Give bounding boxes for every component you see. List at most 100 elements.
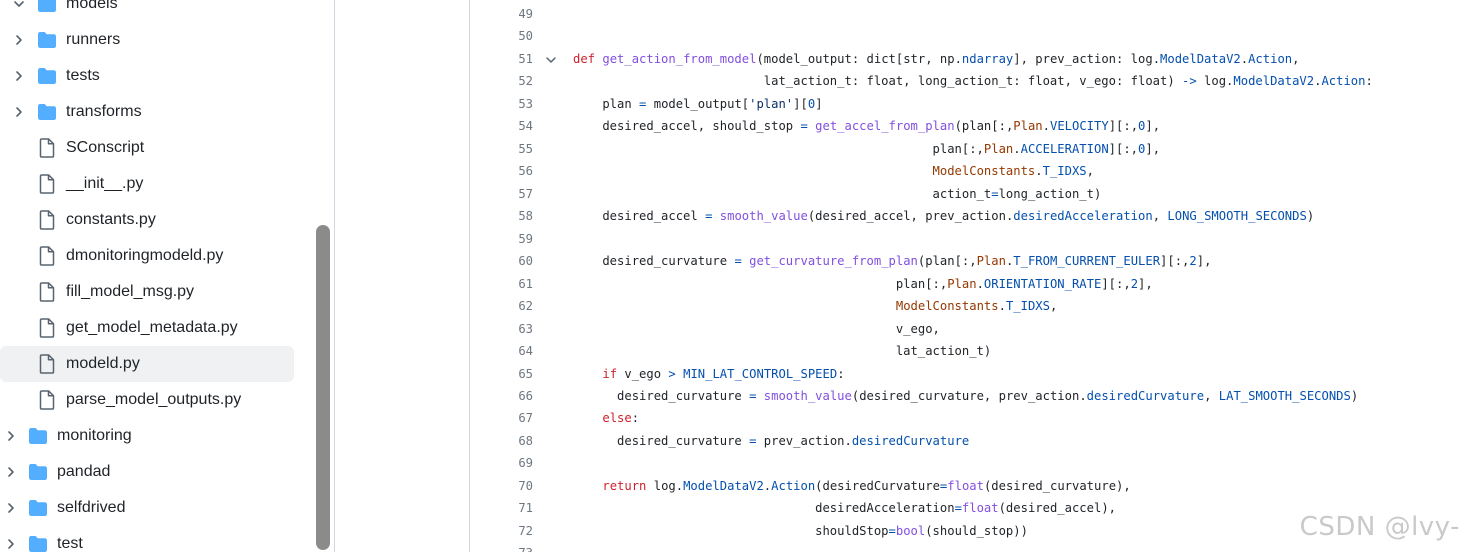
code-token: desiredCurvature: [851, 433, 970, 448]
tree-folder-item[interactable]: selfdrived: [0, 490, 294, 526]
line-number[interactable]: 62: [518, 299, 533, 314]
chevron-down-icon[interactable]: [11, 0, 27, 12]
code-line[interactable]: 56 ModelConstants.T_IDXS,: [470, 160, 1464, 182]
code-text: plan[:,Plan.ACCELERATION][:,0],: [573, 138, 1161, 160]
code-line[interactable]: 70 return log.ModelDataV2.Action(desired…: [470, 475, 1464, 497]
code-line[interactable]: 63 v_ego,: [470, 318, 1464, 340]
line-number[interactable]: 50: [518, 29, 533, 44]
line-number[interactable]: 67: [518, 411, 533, 426]
code-line[interactable]: 67 else:: [470, 407, 1464, 429]
code-line[interactable]: 57 action_t=long_action_t): [470, 183, 1464, 205]
pane-divider[interactable]: [334, 0, 335, 552]
tree-file-item[interactable]: modeld.py: [0, 346, 294, 382]
code-line[interactable]: 60 desired_curvature = get_curvature_fro…: [470, 250, 1464, 272]
tree-folder-item[interactable]: runners: [0, 22, 294, 58]
folder-icon: [37, 0, 57, 14]
line-number[interactable]: 65: [518, 366, 533, 381]
line-number[interactable]: 53: [518, 96, 533, 111]
tree-file-item[interactable]: fill_model_msg.py: [0, 274, 294, 310]
chevron-right-icon[interactable]: [3, 536, 19, 552]
chevron-right-icon[interactable]: [11, 104, 27, 120]
tree-file-item[interactable]: get_model_metadata.py: [0, 310, 294, 346]
tree-item-label: monitoring: [57, 427, 132, 444]
line-number[interactable]: 64: [518, 344, 533, 359]
code-line[interactable]: 55 plan[:,Plan.ACCELERATION][:,0],: [470, 138, 1464, 160]
code-token: [712, 209, 719, 223]
file-tree-scrollbar-thumb[interactable]: [316, 225, 330, 550]
tree-folder-item[interactable]: monitoring: [0, 418, 294, 454]
line-number[interactable]: 66: [518, 388, 533, 403]
code-line[interactable]: 58 desired_accel = smooth_value(desired_…: [470, 205, 1464, 227]
code-line[interactable]: 65 if v_ego > MIN_LAT_CONTROL_SPEED:: [470, 363, 1464, 385]
code-line[interactable]: 68 desired_curvature = prev_action.desir…: [470, 430, 1464, 452]
tree-file-item[interactable]: constants.py: [0, 202, 294, 238]
line-number[interactable]: 70: [518, 478, 533, 493]
fold-chevron-down-icon[interactable]: [544, 52, 558, 66]
line-number[interactable]: 71: [518, 501, 533, 516]
chevron-right-icon[interactable]: [11, 32, 27, 48]
tree-folder-item[interactable]: test: [0, 526, 294, 552]
line-number[interactable]: 68: [518, 433, 533, 448]
code-line[interactable]: 66 desired_curvature = smooth_value(desi…: [470, 385, 1464, 407]
line-number[interactable]: 73: [470, 542, 533, 552]
code-line[interactable]: 53 plan = model_output['plan'][0]: [470, 93, 1464, 115]
code-line[interactable]: 54 desired_accel, should_stop = get_acce…: [470, 115, 1464, 137]
tree-indent: [11, 212, 27, 228]
code-token: 'plan': [749, 96, 794, 111]
code-token: ModelDataV2: [683, 478, 764, 493]
code-line[interactable]: 62 ModelConstants.T_IDXS,: [470, 295, 1464, 317]
line-number[interactable]: 60: [518, 254, 533, 269]
code-line[interactable]: 71 desiredAcceleration=float(desired_acc…: [470, 497, 1464, 519]
tree-file-item[interactable]: parse_model_outputs.py: [0, 382, 294, 418]
line-number[interactable]: 52: [518, 74, 533, 89]
code-token: log.: [646, 478, 684, 493]
tree-file-item[interactable]: __init__.py: [0, 166, 294, 202]
code-text: else:: [573, 407, 639, 429]
line-number[interactable]: 56: [518, 164, 533, 179]
tree-item-label: tests: [66, 67, 100, 84]
code-token: =: [749, 388, 757, 403]
code-token: ],: [1145, 141, 1161, 156]
line-number[interactable]: 59: [518, 231, 533, 246]
line-number[interactable]: 54: [518, 119, 533, 134]
line-number[interactable]: 58: [518, 209, 533, 224]
code-line[interactable]: 61 plan[:,Plan.ORIENTATION_RATE][:,2],: [470, 273, 1464, 295]
line-number[interactable]: 63: [518, 321, 533, 336]
code-token: .: [1240, 51, 1249, 66]
chevron-right-icon[interactable]: [3, 464, 19, 480]
tree-folder-item[interactable]: transforms: [0, 94, 294, 130]
code-line[interactable]: 49: [470, 3, 1464, 25]
code-token: desired_curvature: [573, 433, 750, 448]
code-line[interactable]: 50: [470, 25, 1464, 47]
chevron-right-icon[interactable]: [3, 500, 19, 516]
tree-file-item[interactable]: dmonitoringmodeld.py: [0, 238, 294, 274]
tree-folder-item[interactable]: models: [0, 0, 294, 22]
code-token: LONG_SMOOTH_SECONDS: [1167, 209, 1307, 224]
tree-folder-item[interactable]: tests: [0, 58, 294, 94]
line-number[interactable]: 57: [518, 186, 533, 201]
line-number[interactable]: 61: [518, 276, 533, 291]
code-line[interactable]: 73: [470, 542, 1464, 552]
tree-item-label: get_model_metadata.py: [66, 319, 238, 336]
code-token: v_ego,: [573, 321, 940, 336]
folder-icon: [28, 426, 48, 446]
line-number[interactable]: 51: [518, 51, 533, 66]
code-text: shouldStop=bool(should_stop)): [573, 520, 1028, 542]
line-number[interactable]: 72: [518, 523, 533, 538]
code-text: desired_curvature = prev_action.desiredC…: [573, 430, 969, 452]
tree-file-item[interactable]: SConscript: [0, 130, 294, 166]
tree-item-label: transforms: [66, 103, 142, 120]
line-number[interactable]: 69: [518, 456, 533, 471]
line-number[interactable]: 55: [518, 141, 533, 156]
code-token: ,: [1086, 164, 1094, 179]
chevron-right-icon[interactable]: [11, 68, 27, 84]
code-line[interactable]: 69: [470, 452, 1464, 474]
code-line[interactable]: 64 lat_action_t): [470, 340, 1464, 362]
code-line[interactable]: 72 shouldStop=bool(should_stop)): [470, 520, 1464, 542]
line-number[interactable]: 49: [518, 7, 533, 21]
chevron-right-icon[interactable]: [3, 428, 19, 444]
code-line[interactable]: 52 lat_action_t: float, long_action_t: f…: [470, 70, 1464, 92]
code-line[interactable]: 59: [470, 228, 1464, 250]
tree-folder-item[interactable]: pandad: [0, 454, 294, 490]
